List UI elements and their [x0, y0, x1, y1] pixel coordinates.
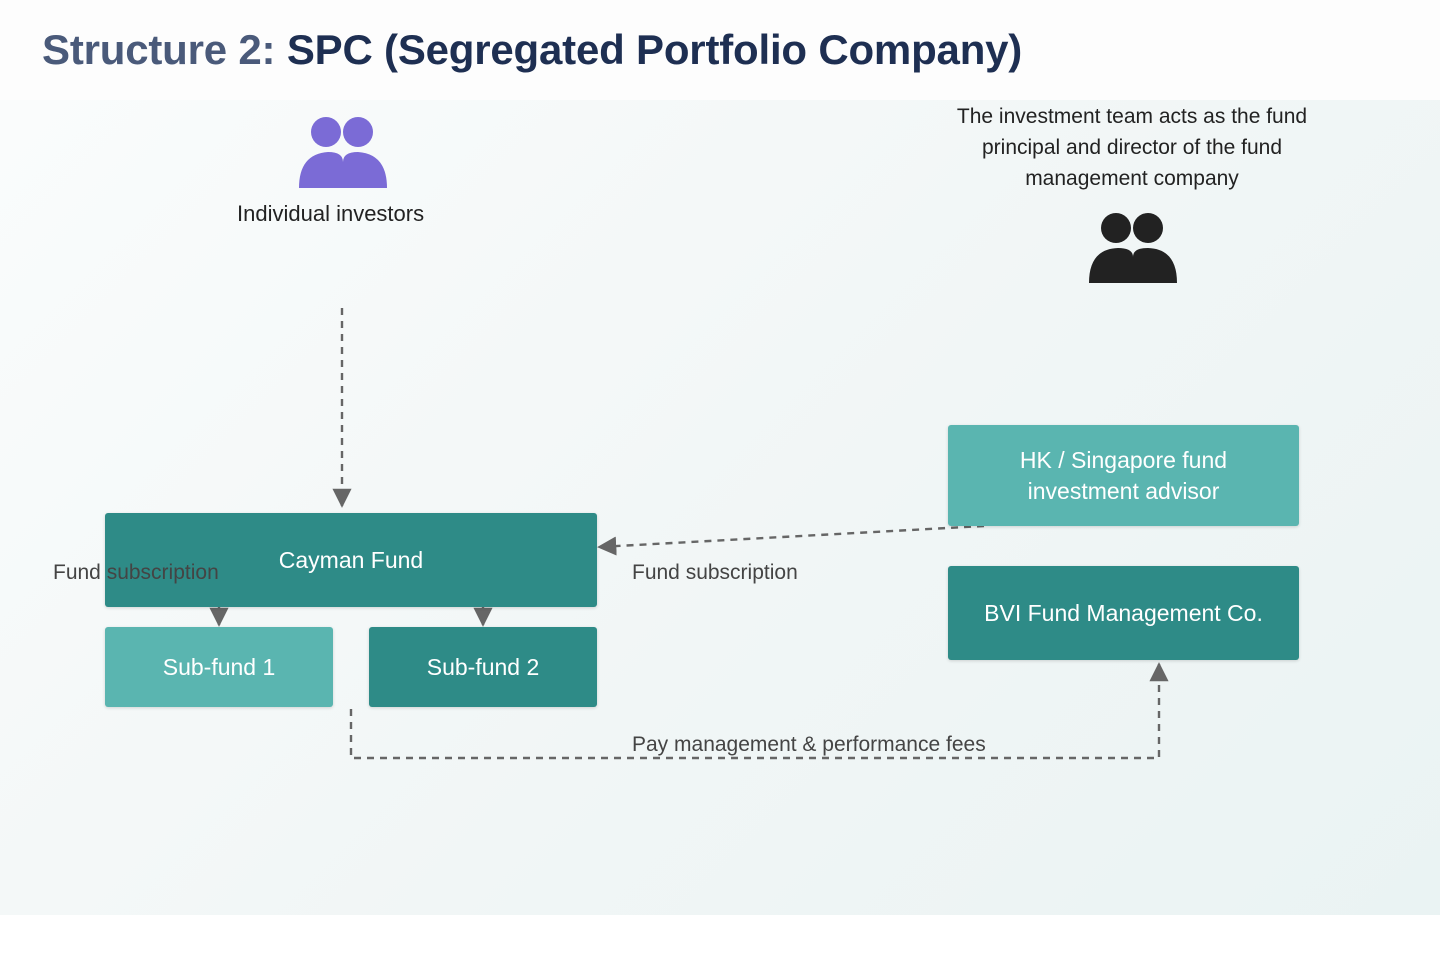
title-main: SPC (Segregated Portfolio Company) [286, 26, 1023, 73]
advisor-subscription-label: Fund subscription [632, 561, 798, 584]
bvi-box: BVI Fund Management Co. [948, 566, 1299, 660]
sub-fund-2-box: Sub-fund 2 [369, 627, 597, 707]
investor-subscription-label: Fund subscription [53, 561, 219, 584]
team-people-icon [1089, 213, 1177, 283]
advisor-box: HK / Singapore fund investment advisor [948, 425, 1299, 526]
team-note: The investment team acts as the fund pri… [956, 105, 1308, 190]
investors-label: Individual investors [237, 201, 425, 226]
title-prefix: Structure 2: [42, 26, 276, 73]
advisor-to-cayman-connector [597, 524, 985, 556]
page-header: Structure 2: SPC (Segregated Portfolio C… [0, 0, 1440, 100]
fees-connector [349, 662, 1169, 760]
investors-people-icon [299, 117, 387, 188]
cayman-fund-box: Cayman Fund [105, 513, 597, 607]
page-title: Structure 2: SPC (Segregated Portfolio C… [42, 26, 1022, 74]
fees-label: Pay management & performance fees [632, 733, 986, 756]
sub-fund-1-box: Sub-fund 1 [105, 627, 333, 707]
